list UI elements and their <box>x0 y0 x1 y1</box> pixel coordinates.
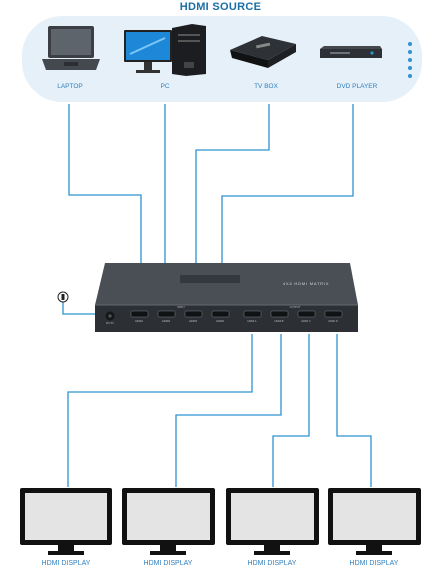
power-cable <box>62 302 102 315</box>
output-port-label: HDMI A <box>247 320 257 323</box>
page-title: HDMI SOURCE <box>179 1 262 13</box>
monitor-icon <box>328 488 421 555</box>
dvd-player-icon <box>320 46 382 58</box>
device-title: 4X4 HDMI MATRIX <box>283 281 330 286</box>
input-port-label: HDMI4 <box>215 320 225 323</box>
display-cables <box>67 334 372 487</box>
display-label: HDMI DISPLAY <box>41 560 91 567</box>
output-port-label: HDMI B <box>274 320 284 323</box>
source-label-laptop: LAPTOP <box>57 83 83 90</box>
display-label: HDMI DISPLAY <box>247 560 297 567</box>
output-port-label: HDMI D <box>328 320 338 323</box>
source-label-pc: PC <box>160 83 170 90</box>
input-port-label: HDMI2 <box>161 320 171 323</box>
input-port-label: HDMI1 <box>134 320 144 323</box>
monitor-icon <box>226 488 319 555</box>
display-label: HDMI DISPLAY <box>143 560 193 567</box>
display-label: HDMI DISPLAY <box>349 560 399 567</box>
source-label-dvd-player: DVD PLAYER <box>336 83 378 90</box>
dc-port-label: DC 5V <box>106 322 114 325</box>
monitor-icon <box>20 488 112 555</box>
tv-box-icon <box>230 36 296 68</box>
monitor-icon <box>122 488 215 555</box>
input-group-label: INPUT <box>177 306 185 309</box>
source-panel <box>22 16 422 102</box>
source-cables <box>68 104 354 265</box>
pagination-dots-icon <box>408 42 412 78</box>
output-group-label: OUTPUT <box>289 306 301 309</box>
matrix-device <box>95 263 358 332</box>
output-port-label: HDMI C <box>301 320 311 323</box>
input-port-label: HDMI3 <box>188 320 198 323</box>
laptop-icon <box>42 26 100 70</box>
source-label-tv-box: TV BOX <box>254 83 278 90</box>
desktop-pc-icon <box>124 24 206 76</box>
